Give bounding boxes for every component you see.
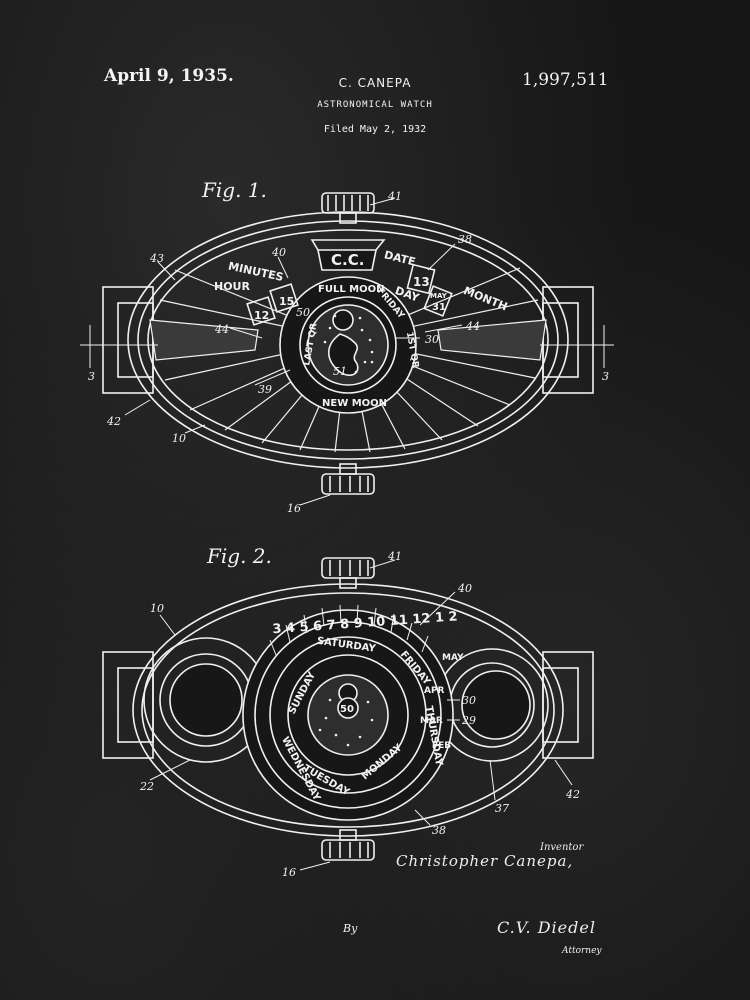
monogram-shield: [317, 249, 377, 271]
ref-43: 43: [149, 252, 164, 265]
inventor-name-header: C. CANEPA: [338, 76, 412, 90]
attorney-label: Attorney: [562, 946, 602, 956]
label-date: DATE: [383, 248, 417, 268]
patent-date: April 9, 1935.: [104, 66, 234, 86]
ref-40-fig2: 40: [457, 582, 472, 595]
ref-10-fig2: 10: [150, 602, 164, 615]
date-value: 13: [413, 275, 430, 289]
figure-2-caption: Fig. 2.: [206, 544, 272, 568]
ref-41: 41: [387, 190, 402, 203]
ref-16-fig2: 16: [282, 866, 296, 879]
ref-37-fig2: 37: [495, 802, 509, 815]
minute-window: [269, 283, 299, 313]
ref-40: 40: [271, 246, 286, 259]
monogram: C.C.: [331, 251, 364, 269]
label-month: MONTH: [462, 284, 510, 313]
ref-30: 30: [425, 333, 439, 346]
label-apr: APR: [424, 686, 445, 696]
filed-date: Filed May 2, 1932: [323, 124, 427, 135]
ref-44-right: 44: [465, 320, 480, 333]
ref-41-fig2: 41: [387, 550, 402, 563]
figure-1-caption: Fig. 1.: [201, 178, 267, 202]
inventor-label: Inventor: [540, 842, 584, 853]
figure-2: [102, 557, 594, 871]
ref-42: 42: [106, 415, 121, 428]
ref-44-left: 44: [214, 323, 229, 336]
ref-38-fig2: 38: [432, 824, 446, 837]
ref-22-fig2: 22: [139, 780, 154, 793]
label-full-moon: FULL MOON: [318, 284, 385, 295]
ref-3-right: 3: [602, 370, 609, 383]
month-value: 31: [432, 302, 446, 313]
patent-title: ASTRONOMICAL WATCH: [317, 100, 433, 110]
ref-38: 38: [458, 233, 472, 246]
ref-30-fig2: 30: [462, 694, 476, 707]
patent-number: 1,997,511: [522, 70, 609, 90]
crown-top: [321, 192, 375, 214]
hour-window: [246, 296, 276, 326]
ref-16: 16: [287, 502, 301, 515]
attorney-signature: C.V. Diedel: [497, 918, 596, 937]
hour-value: 12: [254, 309, 269, 322]
by-label: By: [343, 922, 358, 935]
ref-51: 51: [333, 365, 347, 378]
figure-1: [80, 192, 614, 506]
label-mar: MAR: [420, 716, 443, 726]
ref-10: 10: [172, 432, 186, 445]
ref-3-left: 3: [88, 370, 95, 383]
watch-case: [127, 211, 569, 469]
date-window: [406, 263, 436, 295]
center-value: 50: [340, 704, 354, 715]
label-hour: HOUR: [214, 280, 250, 293]
label-new-moon: NEW MOON: [322, 398, 387, 409]
ref-29-fig2: 29: [461, 714, 476, 727]
ref-42-fig2: 42: [565, 788, 580, 801]
ref-50: 50: [296, 306, 310, 319]
label-may: MAY: [442, 653, 464, 663]
label-feb: FEB: [432, 741, 451, 751]
minute-value: 15: [279, 295, 294, 308]
watch-case-fig2: [132, 583, 564, 837]
ref-39: 39: [258, 383, 272, 396]
inventor-signature: Christopher Canepa,: [396, 852, 574, 870]
month-abbr: MAY: [430, 292, 448, 300]
month-window: [423, 285, 453, 317]
